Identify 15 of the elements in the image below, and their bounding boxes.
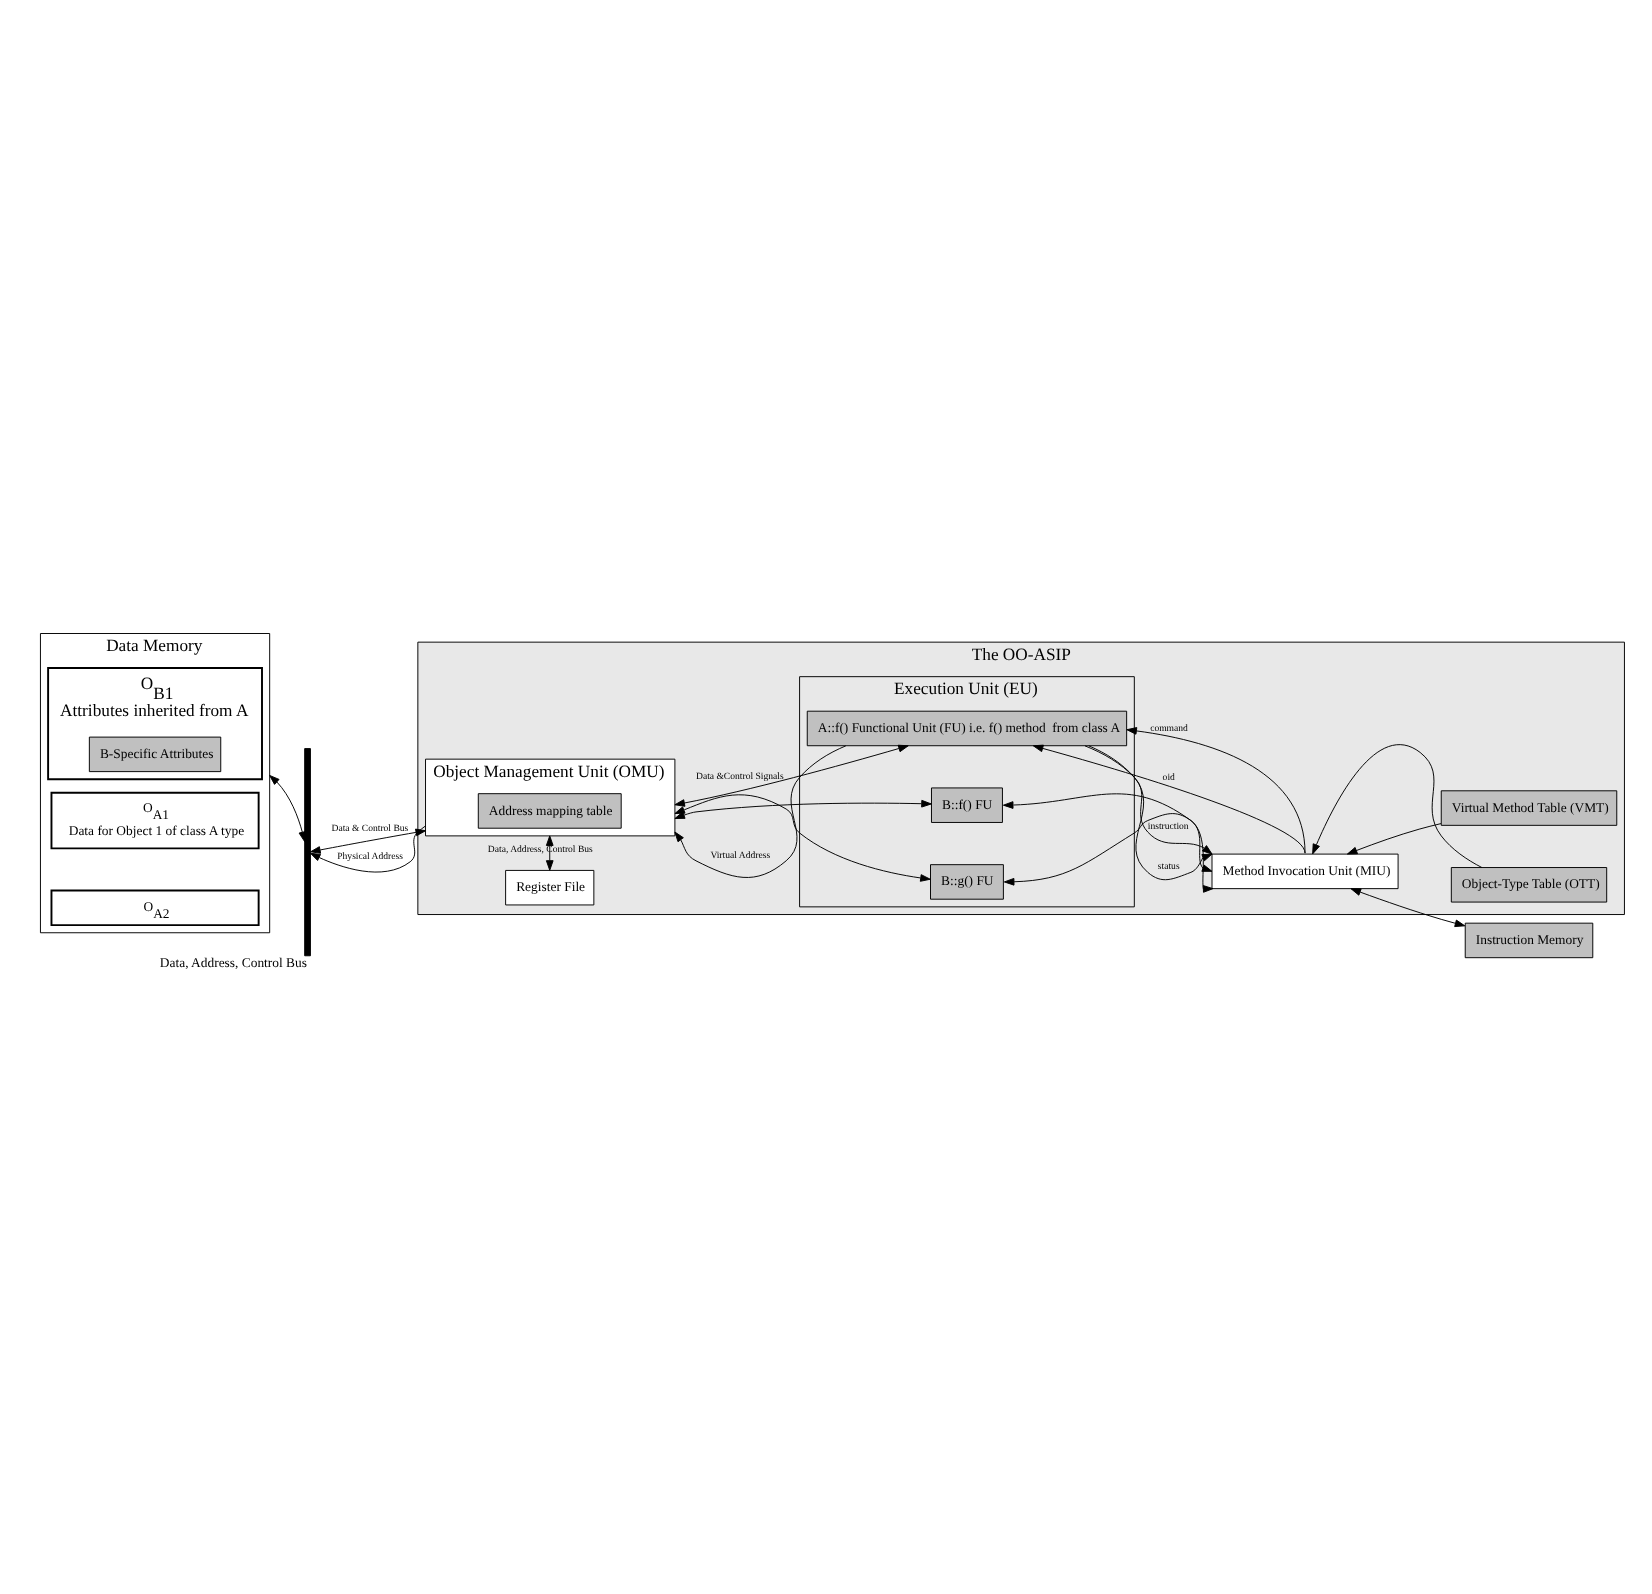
arrow [1350, 887, 1466, 927]
arrow [545, 834, 554, 870]
arrow [269, 774, 307, 842]
arrow [310, 827, 426, 853]
arrow [674, 743, 909, 806]
arrow [674, 744, 847, 877]
arrow [674, 793, 931, 881]
arrow [1032, 743, 1306, 853]
node-bar [304, 747, 311, 956]
arrow [1126, 726, 1306, 853]
arrow [309, 824, 426, 872]
arrow [1312, 743, 1483, 867]
arrow [674, 798, 932, 818]
arrow [1346, 822, 1442, 854]
arrow [1084, 744, 1213, 854]
